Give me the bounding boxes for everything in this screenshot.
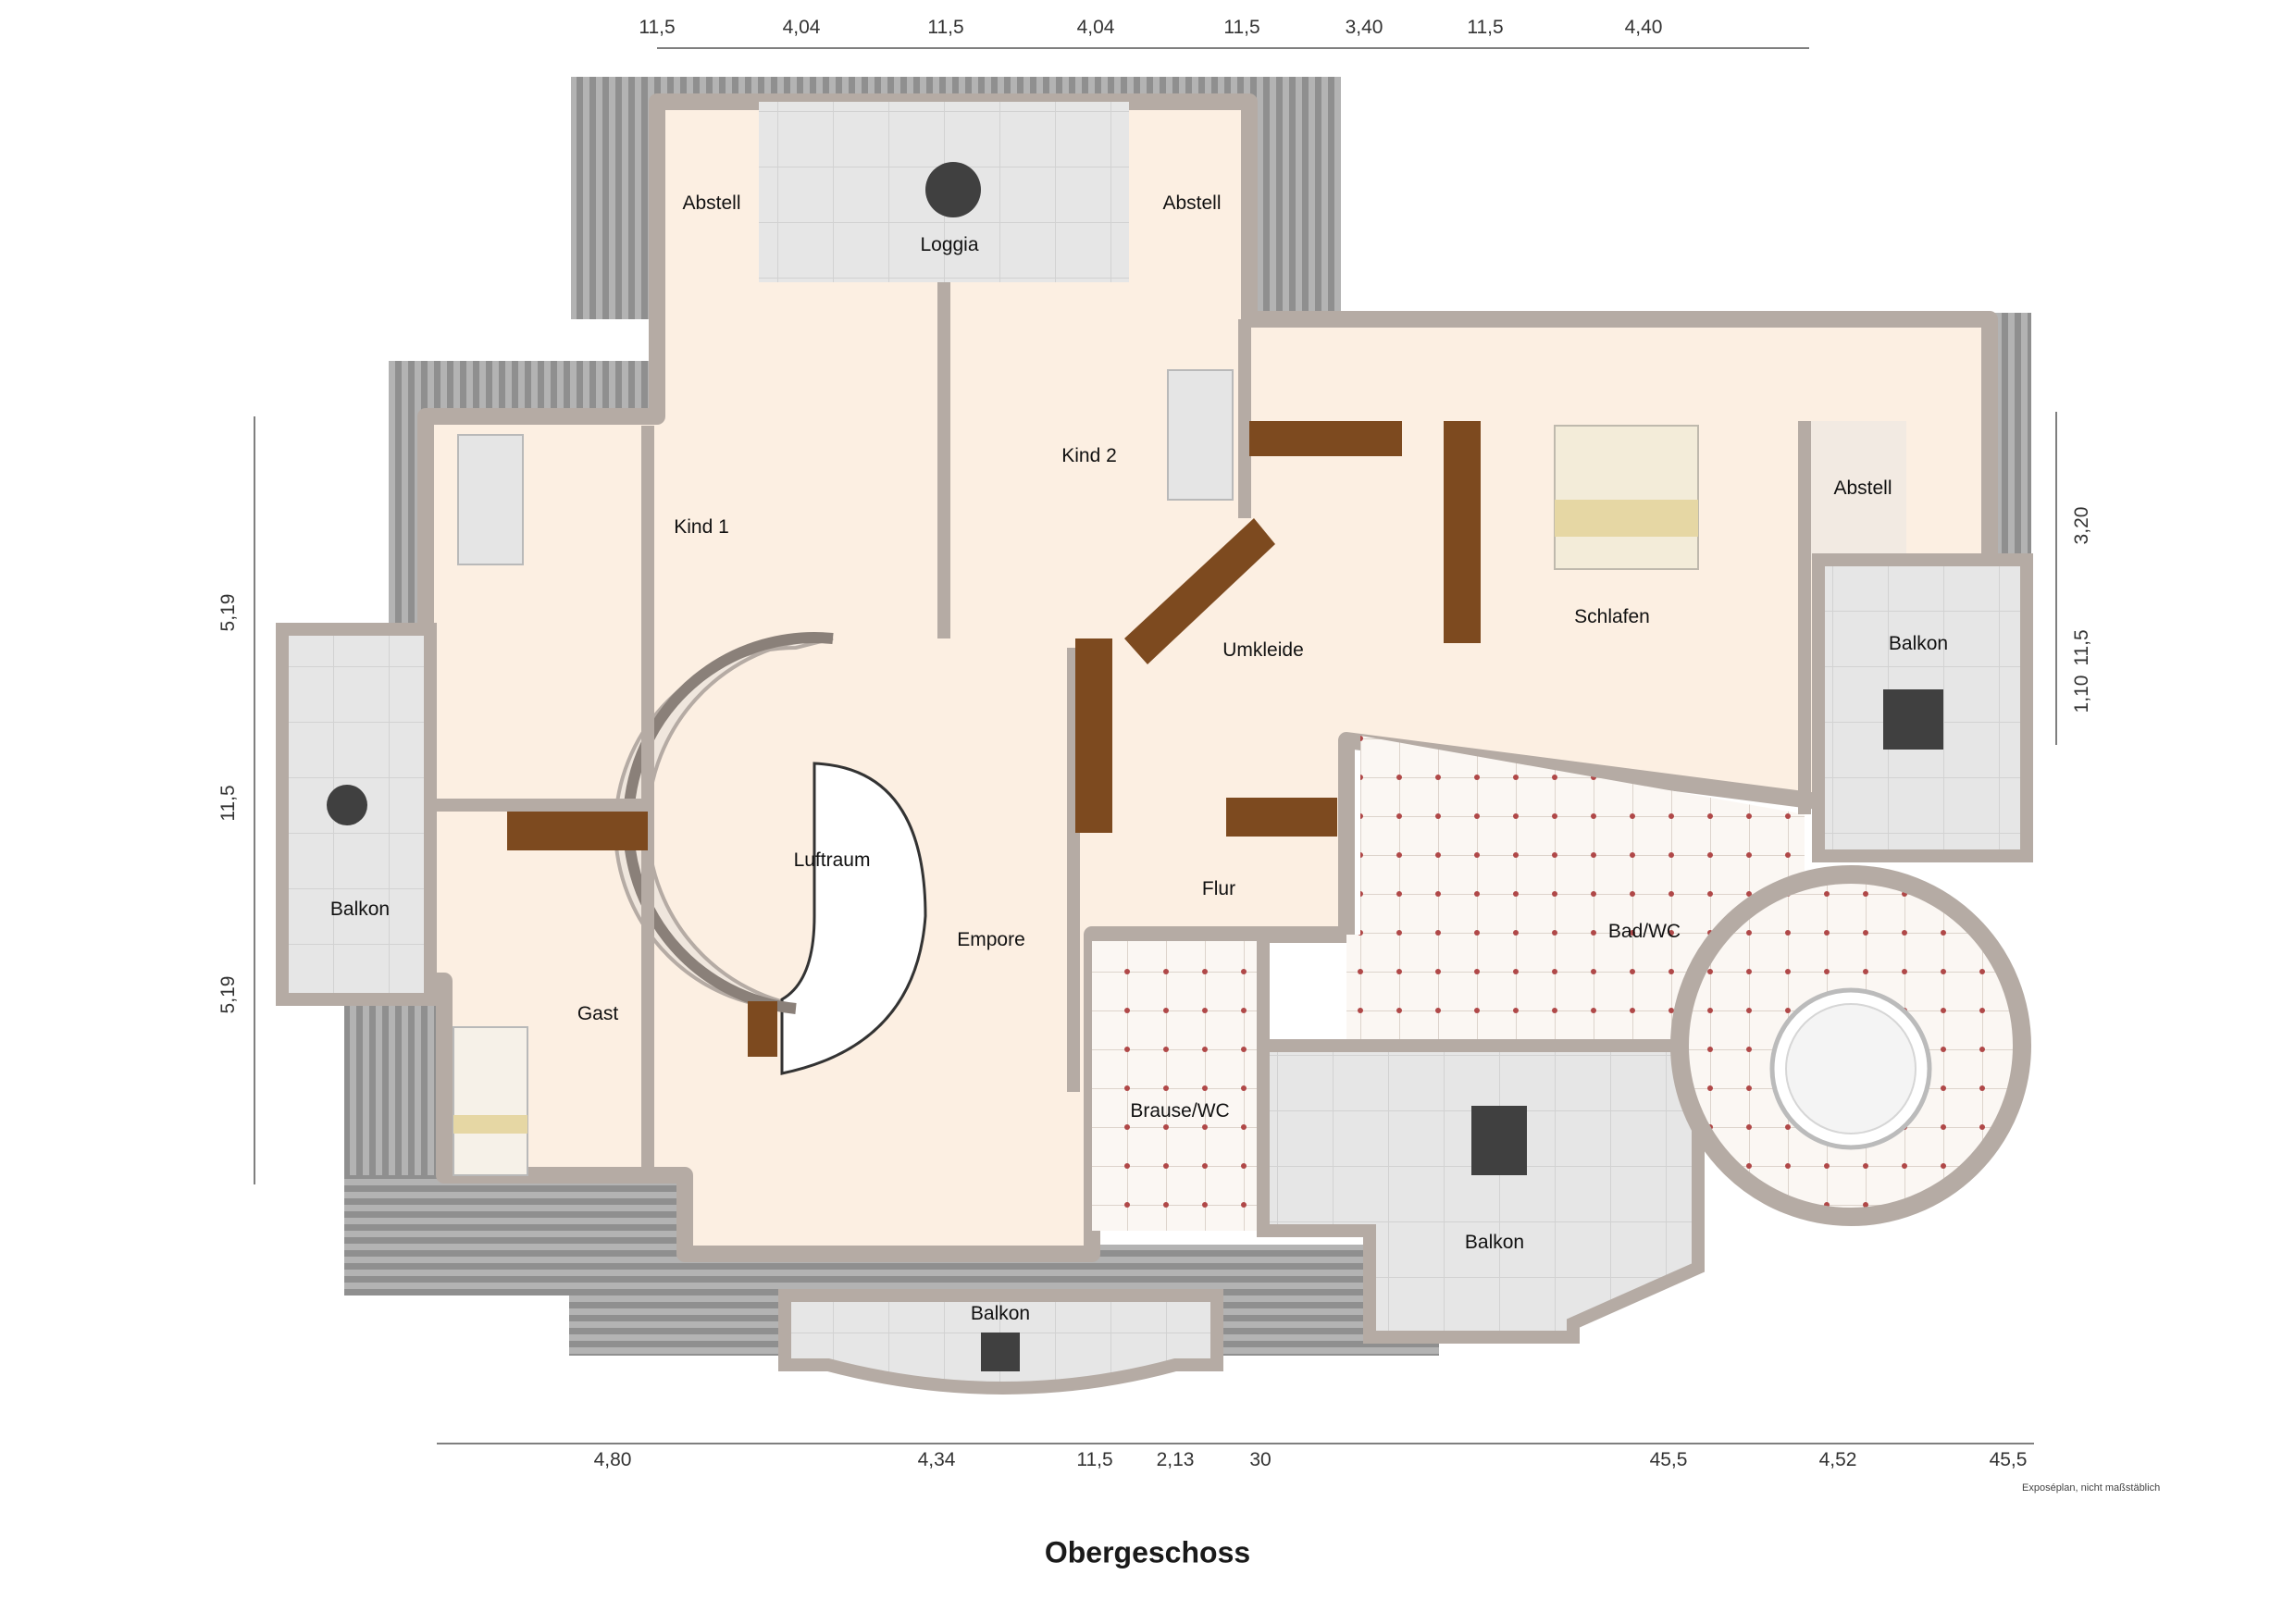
- floor-areas: [276, 93, 2033, 1395]
- room-label-brause-wc: Brause/WC: [1130, 1100, 1230, 1122]
- dim-bottom-2: 4,34: [917, 1449, 956, 1470]
- dim-top-1: 11,5: [639, 17, 676, 38]
- dim-bottom-4: 2,13: [1156, 1449, 1195, 1470]
- dim-top-7: 11,5: [1467, 17, 1504, 38]
- room-label-loggia: Loggia: [920, 234, 979, 255]
- dim-top-2: 4,04: [782, 17, 821, 38]
- dim-top-5: 11,5: [1223, 17, 1260, 38]
- room-label-gast: Gast: [577, 1003, 619, 1024]
- room-label-balkon-bottom-center: Balkon: [970, 1303, 1031, 1324]
- room-label-kind2: Kind 2: [1061, 445, 1117, 466]
- dim-left-3: 5,19: [217, 975, 239, 1014]
- room-label-flur: Flur: [1201, 878, 1236, 899]
- balcony-furniture: [327, 162, 1943, 1371]
- dim-right-3: 1,10: [2071, 675, 2092, 713]
- room-label-schlafen: Schlafen: [1574, 606, 1650, 627]
- dim-top-8: 4,40: [1624, 17, 1663, 38]
- dim-bottom-8: 45,5: [1989, 1449, 2028, 1470]
- dimension-lines: [254, 47, 2057, 1444]
- room-label-empore: Empore: [957, 929, 1025, 950]
- room-label-kind1: Kind 1: [674, 516, 729, 538]
- dim-top-3: 11,5: [927, 17, 964, 38]
- round-bathtub: [1769, 987, 1932, 1150]
- room-label-umkleide: Umkleide: [1222, 639, 1304, 661]
- furniture: [507, 421, 1481, 1057]
- room-label-balkon-left: Balkon: [329, 899, 391, 920]
- room-label-luftraum: Luftraum: [793, 849, 871, 871]
- dim-bottom-5: 30: [1249, 1449, 1272, 1470]
- plan-title: Obergeschoss: [1044, 1535, 1251, 1569]
- scale-note: Exposéplan, nicht maßstäblich: [2022, 1482, 2161, 1494]
- interior-walls: [426, 282, 1811, 1180]
- dim-top-6: 3,40: [1345, 17, 1383, 38]
- dim-bottom-6: 45,5: [1649, 1449, 1688, 1470]
- dim-bottom-1: 4,80: [593, 1449, 632, 1470]
- room-label-abstell-left: Abstell: [682, 192, 741, 214]
- room-label-balkon-bottom-right: Balkon: [1464, 1232, 1525, 1253]
- beds: [453, 369, 1699, 1176]
- dim-bottom-3: 11,5: [1076, 1449, 1113, 1470]
- dim-right-2: 11,5: [2071, 629, 2092, 666]
- dim-bottom-7: 4,52: [1818, 1449, 1857, 1470]
- room-label-abstell-center: Abstell: [1162, 192, 1222, 214]
- room-label-balkon-right: Balkon: [1888, 633, 1949, 654]
- dim-left-1: 5,19: [217, 593, 239, 632]
- room-label-abstell-right: Abstell: [1833, 477, 1892, 499]
- room-label-bad-wc: Bad/WC: [1607, 921, 1681, 942]
- dim-right-1: 3,20: [2071, 506, 2092, 545]
- dim-top-4: 4,04: [1076, 17, 1115, 38]
- dim-left-2: 11,5: [217, 785, 239, 822]
